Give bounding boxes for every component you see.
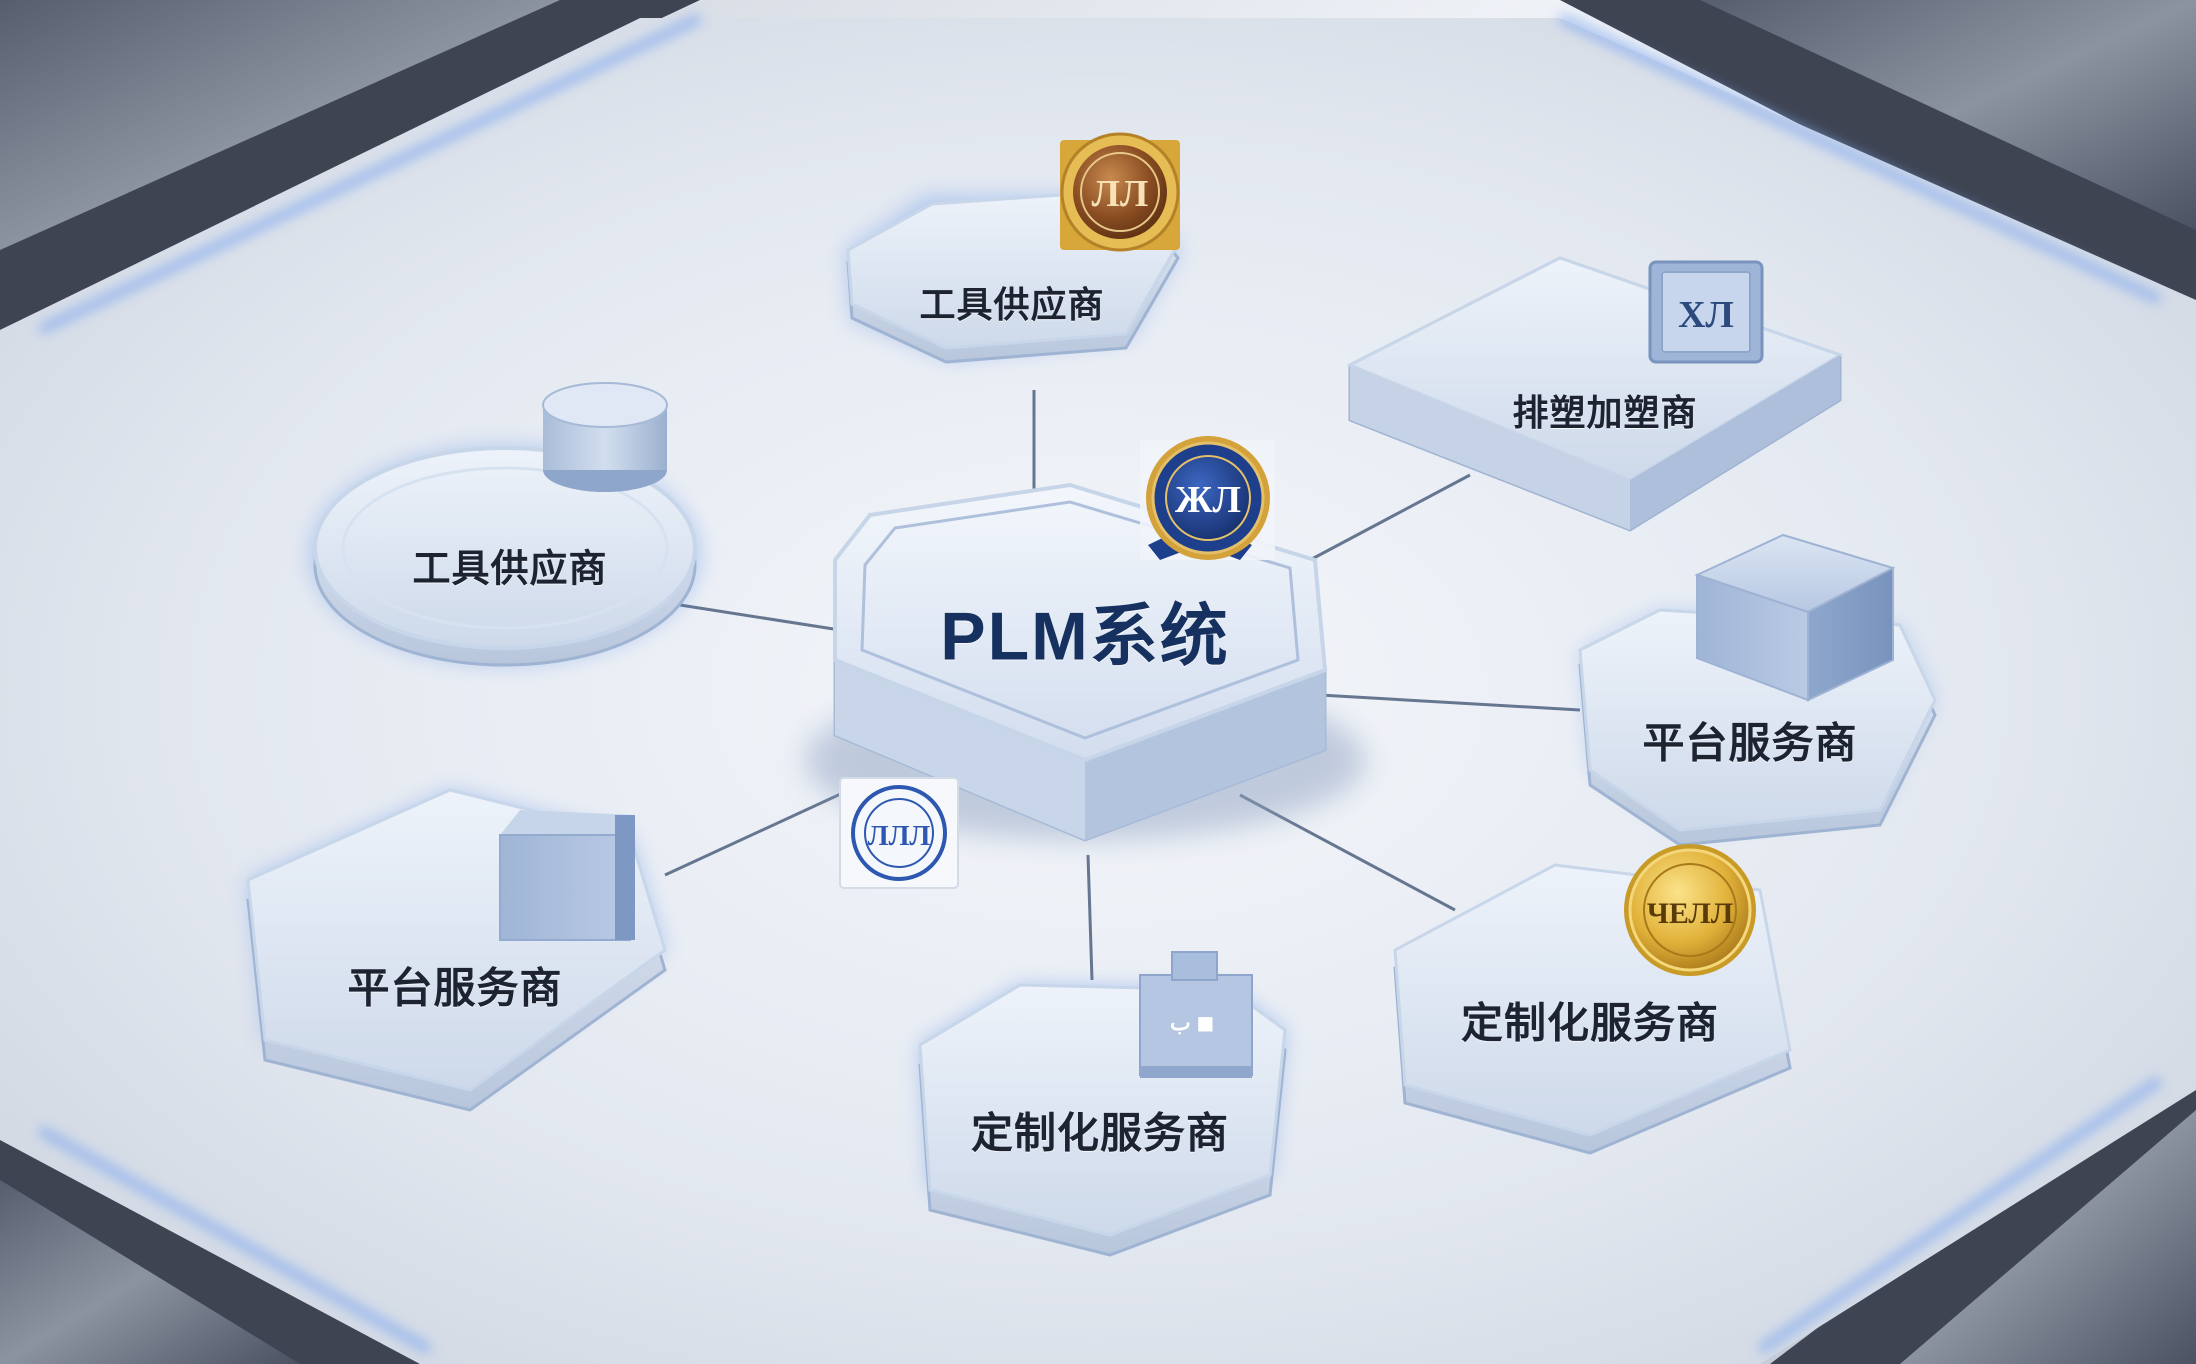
glass-badge-text: ХЛ [1678,294,1734,336]
connector-left [679,603,841,632]
bracket-box-icon: ب ◼ [1139,951,1253,1078]
connector-bottom [1086,854,1094,981]
connector-bottom-left [664,783,861,877]
node-left-label: 工具供应商 [412,548,608,591]
node-right-label: 平台服务商 [1642,719,1858,767]
blue-seal-text: ЛЛЛ [868,821,931,852]
bronze-seal-text: ЛЛ [1092,173,1149,215]
connector-top-right [1309,473,1471,562]
navy-seal-badge-icon: ЖЛ [1140,436,1275,560]
node-bottom-right-label: 定制化服务商 [1460,999,1720,1047]
gold-seal-badge-icon: ЧЕЛЛ [1624,844,1756,976]
connectors [664,390,1581,981]
glass-badge-icon: ХЛ [1648,260,1764,364]
cube-icon-bottom-left [499,810,635,941]
node-bottom-label: 定制化服务商 [970,1109,1230,1157]
center-label: PLM系统 [940,598,1230,675]
cube-icon-right [1694,533,1896,702]
node-bottom-left [246,788,667,1112]
connector-right [1319,693,1581,712]
node-top-label: 工具供应商 [919,284,1105,325]
node-bottom-left-label: 平台服务商 [347,964,563,1012]
cylinder-icon [542,382,668,492]
node-top-right-label: 排塑加塑商 [1512,392,1698,433]
node-left [309,445,701,667]
navy-seal-text: ЖЛ [1175,479,1241,521]
bronze-seal-badge-icon: ЛЛ [1060,132,1180,252]
gold-seal-text: ЧЕЛЛ [1647,897,1733,930]
bracket-box-text: ب ◼ [1170,1010,1214,1035]
blue-round-seal-icon: ЛЛЛ [839,777,959,889]
frame-glow [37,13,2163,1355]
